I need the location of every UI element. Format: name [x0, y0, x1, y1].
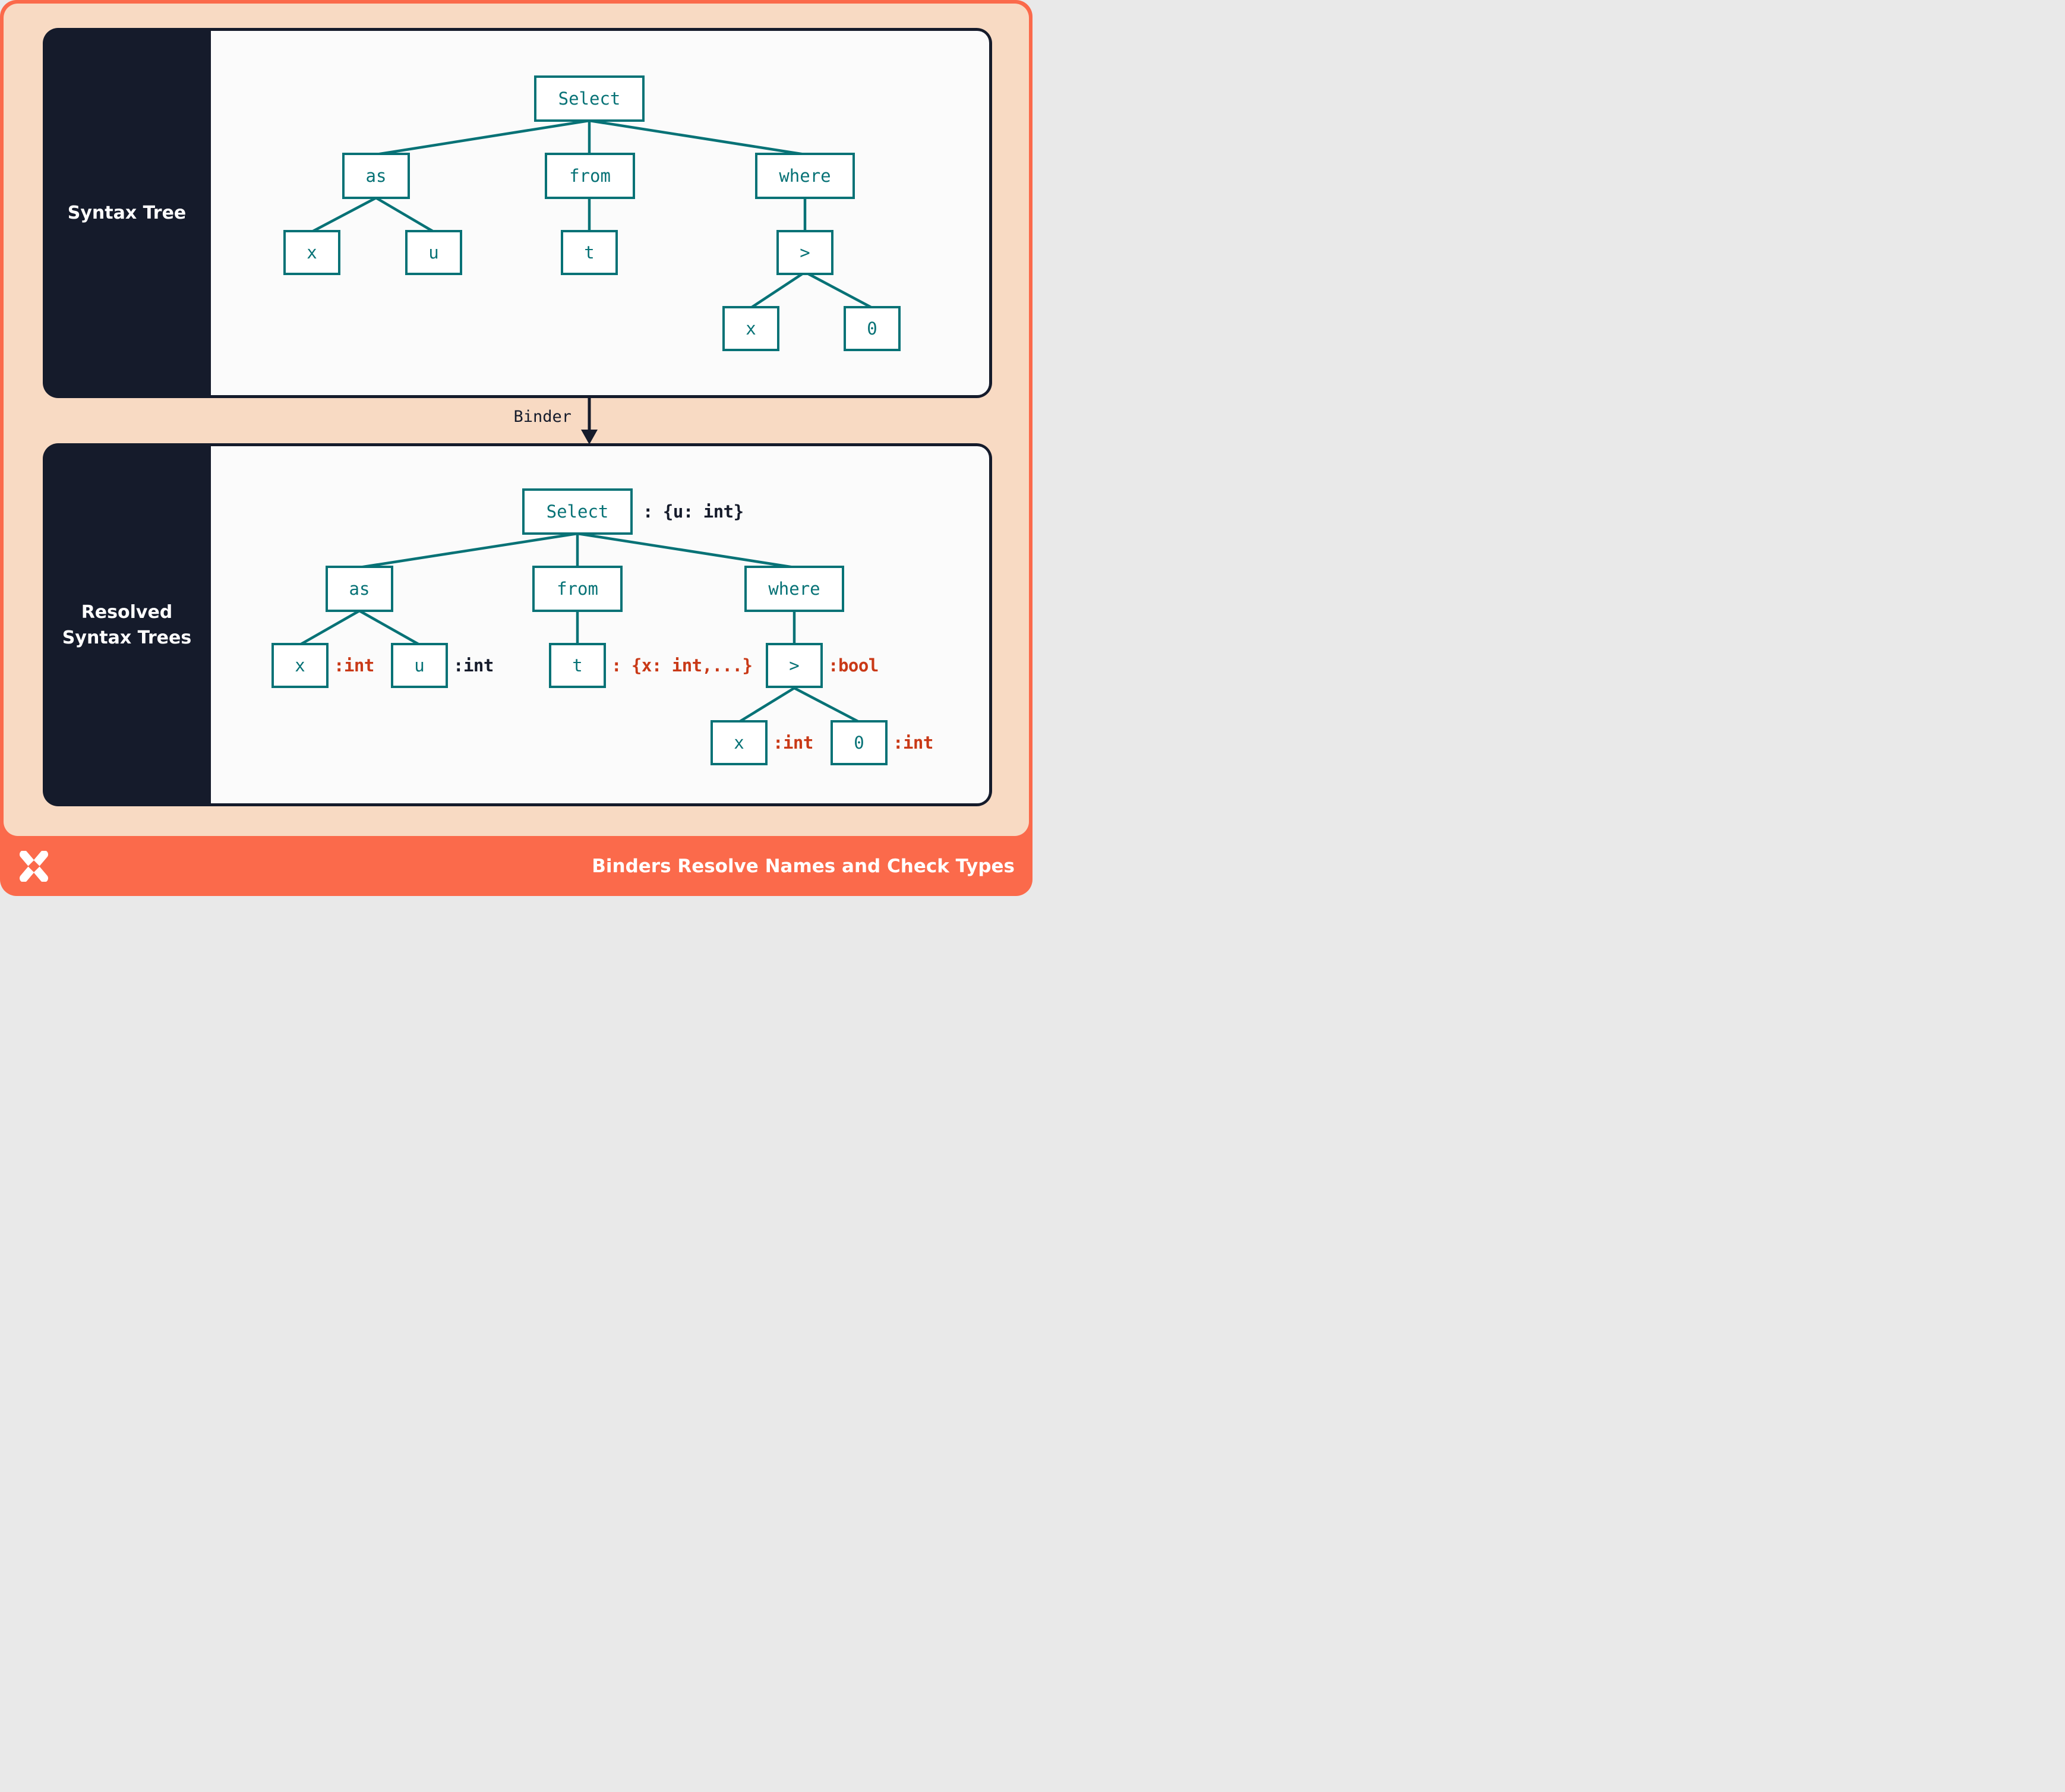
footer-bar: Binders Resolve Names and Check Types [0, 836, 1032, 896]
resolved-x-child-node: x [711, 720, 768, 765]
syntax-where-node: where [755, 153, 855, 199]
syntax-from-node: from [545, 153, 635, 199]
resolved-as-node: as [326, 566, 393, 612]
resolved-x-type: :int [334, 655, 374, 676]
binder-down-arrow-icon [581, 398, 598, 444]
resolved-u-type: :int [453, 655, 494, 676]
binder-label: Binder [513, 408, 571, 426]
resolved-zero-type: :int [893, 733, 933, 753]
x-mark-logo-icon [20, 850, 48, 882]
resolved-u-node: u [391, 643, 448, 688]
resolved-select-node: Select [522, 488, 633, 535]
diagram-frame: Syntax Tree Resolved Syntax Trees Selec [0, 0, 1032, 896]
syntax-zero-node: 0 [844, 306, 901, 351]
syntax-tree-panel-title-text: Syntax Tree [67, 203, 187, 223]
resolved-from-node: from [532, 566, 623, 612]
syntax-as-node: as [342, 153, 410, 199]
syntax-x-child-node: x [722, 306, 779, 351]
syntax-select-node: Select [534, 75, 645, 122]
resolved-title-line2: Syntax Trees [62, 627, 192, 648]
resolved-gt-type: :bool [828, 655, 879, 676]
resolved-where-node: where [744, 566, 844, 612]
syntax-tree-panel-title: Syntax Tree [43, 28, 211, 398]
resolved-syntax-trees-panel-title: Resolved Syntax Trees [43, 443, 211, 806]
resolved-x-node: x [271, 643, 329, 688]
resolved-select-type: : {u: int} [643, 501, 744, 522]
resolved-gt-node: > [766, 643, 823, 688]
syntax-u-node: u [405, 230, 462, 275]
resolved-zero-node: 0 [831, 720, 888, 765]
resolved-x-child-type: :int [773, 733, 813, 753]
syntax-x-node: x [283, 230, 340, 275]
resolved-t-node: t [549, 643, 606, 688]
syntax-gt-node: > [776, 230, 833, 275]
resolved-title-line1: Resolved [81, 601, 173, 623]
resolved-t-type: : {x: int,...} [611, 655, 753, 676]
syntax-t-node: t [561, 230, 618, 275]
footer-title: Binders Resolve Names and Check Types [592, 855, 1015, 877]
